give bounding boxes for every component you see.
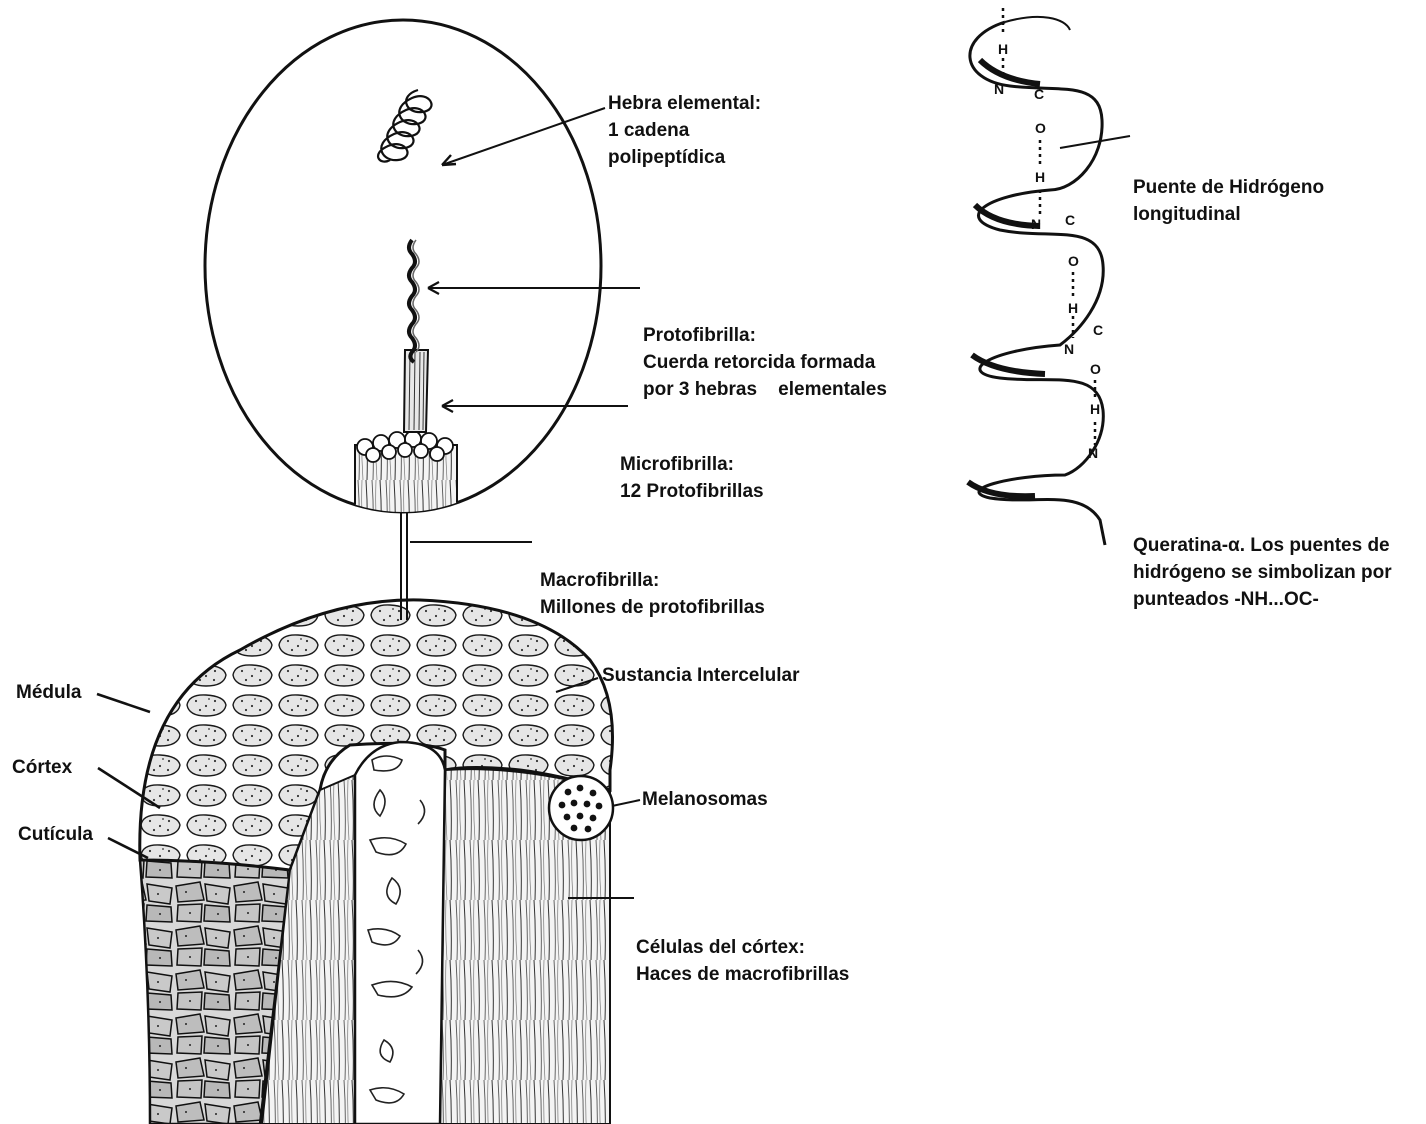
atom-h: H (998, 41, 1008, 57)
helix-atom-labels: H N C O H N C O H N C O H N (994, 41, 1103, 461)
label-cortex: Córtex (12, 754, 72, 781)
magnification-oval (205, 20, 601, 525)
atom-o: O (1090, 361, 1101, 377)
atom-c: C (1034, 86, 1044, 102)
atom-o: O (1068, 253, 1079, 269)
atom-o: O (1035, 120, 1046, 136)
label-sustancia-intercelular: Sustancia Intercelular (602, 662, 799, 689)
atom-n: N (994, 81, 1004, 97)
atom-n: N (1064, 341, 1074, 357)
label-cuticula: Cutícula (18, 821, 93, 848)
atom-n: N (1088, 445, 1098, 461)
label-medula: Médula (16, 679, 81, 706)
label-microfibrilla: Microfibrilla:12 Protofibrillas (620, 397, 764, 532)
hair-cross-section (140, 600, 613, 1124)
label-celulas-cortex: Células del córtex:Haces de macrofibrill… (636, 880, 849, 1015)
atom-h: H (1035, 169, 1045, 185)
label-macrofibrilla: Macrofibrilla:Millones de protofibrillas (540, 513, 765, 648)
atom-c: C (1065, 212, 1075, 228)
atom-h: H (1090, 401, 1100, 417)
atom-c: C (1093, 322, 1103, 338)
label-melanosomas: Melanosomas (642, 786, 768, 813)
atom-h: H (1068, 300, 1078, 316)
microfibril (404, 350, 428, 432)
atom-n: N (1031, 216, 1041, 232)
melanosome-cluster (549, 776, 613, 840)
